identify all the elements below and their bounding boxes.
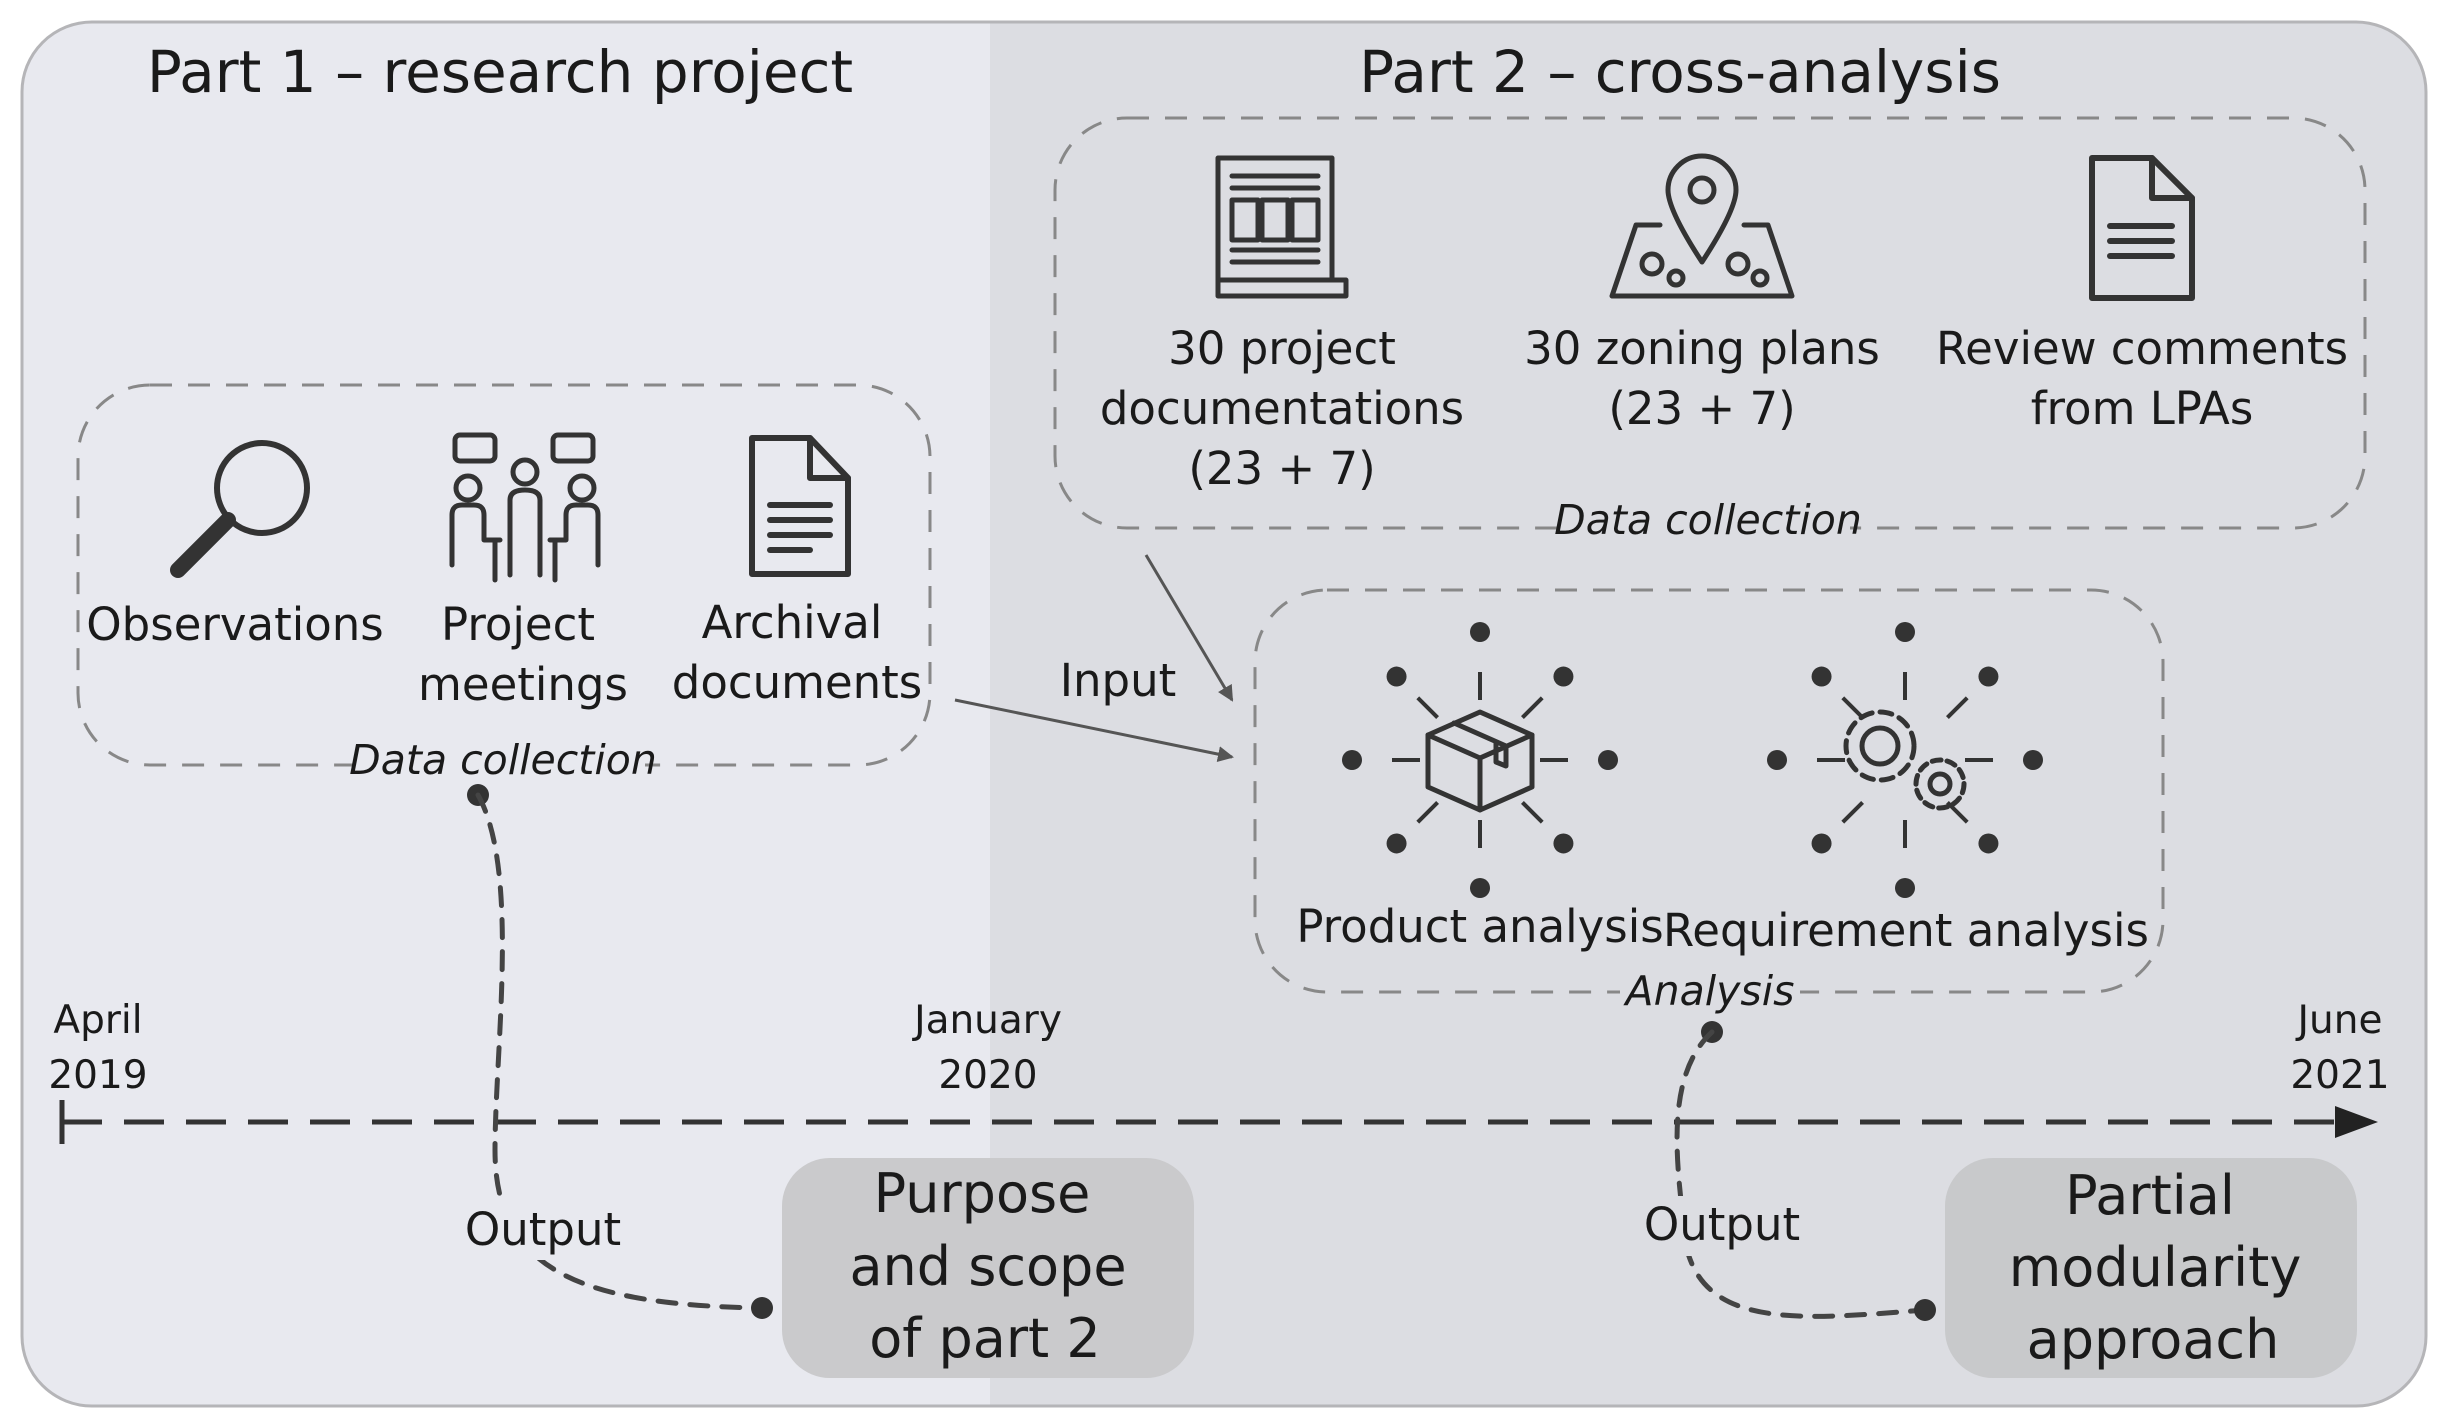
part1-output-end-dot	[751, 1297, 773, 1319]
part2-output-label-bg	[1608, 1196, 1838, 1256]
part2-output-end-dot	[1914, 1299, 1936, 1321]
hub-node	[1470, 622, 1490, 642]
part1-output-connector	[475, 792, 765, 1311]
hub-node	[1895, 878, 1915, 898]
partial-modularity-box	[1945, 1158, 2357, 1378]
hub-spoke	[1841, 801, 1864, 824]
timeline-arrowhead	[2335, 1106, 2378, 1138]
project-meetings-label-line2: meetings	[418, 658, 628, 711]
analysis-label: Analysis	[1623, 967, 1795, 1015]
document-icon	[2089, 155, 2195, 301]
hub-node	[1978, 833, 1999, 854]
hub-spoke	[1841, 696, 1864, 719]
hub-node	[1470, 878, 1490, 898]
partial-modularity-line2: modularity	[2009, 1236, 2302, 1299]
project-documentations-label-line2: documentations	[1100, 382, 1464, 435]
timeline-end-month: June	[2295, 998, 2383, 1043]
observations-label: Observations	[86, 598, 383, 651]
hub-node	[1811, 666, 1832, 687]
product-analysis-hub	[1342, 622, 1618, 898]
map-pin-icon	[1609, 153, 1795, 299]
hub-node	[1895, 622, 1915, 642]
part2-dc-label-bg	[1560, 495, 1850, 547]
outer-frame	[20, 20, 2428, 1408]
analysis-box	[1253, 588, 2165, 994]
hub-node	[1811, 833, 1832, 854]
hub-node	[1342, 750, 1362, 770]
project-meetings-label-line1: Project	[441, 598, 595, 651]
part2-output-connector	[1674, 1029, 1928, 1319]
hub-node	[2023, 750, 2043, 770]
requirement-analysis-label: Requirement analysis	[1663, 904, 2149, 957]
hub-spoke	[1946, 696, 1969, 719]
blueprint-icon	[1215, 155, 1349, 299]
timeline	[59, 1100, 2378, 1144]
timeline-start-year: 2019	[48, 1053, 147, 1098]
project-documentations-label-line3: (23 + 7)	[1188, 442, 1375, 495]
hub-node	[1553, 666, 1574, 687]
requirement-analysis-hub	[1767, 622, 2043, 898]
partial-modularity-line3: approach	[2027, 1308, 2280, 1371]
timeline-middle-month: January	[911, 998, 1062, 1043]
purpose-and-scope-line1: Purpose	[874, 1162, 1091, 1225]
hub-node	[1978, 666, 1999, 687]
part1-data-collection-label: Data collection	[349, 736, 657, 784]
input-label: Input	[1060, 654, 1177, 707]
document-icon	[749, 435, 851, 577]
package-icon	[1425, 709, 1535, 813]
part2-output-label: Output	[1644, 1198, 1800, 1251]
part1-output-label-bg	[422, 1200, 662, 1260]
purpose-and-scope-box	[782, 1158, 1194, 1378]
meeting-icon	[449, 432, 601, 583]
hub-spoke	[1416, 801, 1439, 824]
purpose-and-scope-line3: of part 2	[869, 1307, 1100, 1370]
review-comments-label-line2: from LPAs	[2031, 382, 2254, 435]
hub-spoke	[1521, 801, 1544, 824]
part1-dc-label-bg	[355, 738, 645, 790]
timeline-middle-year: 2020	[938, 1053, 1037, 1098]
analysis-label-bg	[1620, 968, 1800, 1018]
input-arrow-part1	[954, 698, 1234, 763]
part1-title: Part 1 – research project	[147, 38, 853, 106]
part2-data-collection-box	[1053, 116, 2367, 530]
hub-node	[1767, 750, 1787, 770]
gears-icon	[1843, 709, 1967, 811]
project-documentations-label-line1: 30 project	[1168, 322, 1396, 375]
timeline-start-month: April	[53, 998, 142, 1043]
magnifier-icon	[170, 440, 310, 578]
hub-node	[1386, 666, 1407, 687]
hub-spoke	[1521, 696, 1544, 719]
input-arrow-part2	[1144, 554, 1234, 702]
hub-spoke	[1946, 801, 1969, 824]
part2-data-collection-label: Data collection	[1554, 496, 1862, 544]
hub-spoke	[1416, 696, 1439, 719]
hub-node	[1386, 833, 1407, 854]
hub-node	[1553, 833, 1574, 854]
product-analysis-label: Product analysis	[1296, 900, 1663, 953]
partial-modularity-line1: Partial	[2065, 1164, 2235, 1227]
zoning-plans-label-line1: 30 zoning plans	[1524, 322, 1880, 375]
purpose-and-scope-line2: and scope	[849, 1235, 1126, 1298]
review-comments-label-line1: Review comments	[1936, 322, 2348, 375]
archival-documents-label-line1: Archival	[702, 596, 883, 649]
zoning-plans-label-line2: (23 + 7)	[1608, 382, 1795, 435]
archival-documents-label-line2: documents	[672, 656, 923, 709]
timeline-end-year: 2021	[2290, 1053, 2389, 1098]
part2-title: Part 2 – cross-analysis	[1359, 38, 2001, 106]
hub-node	[1598, 750, 1618, 770]
part1-output-label: Output	[465, 1203, 621, 1256]
